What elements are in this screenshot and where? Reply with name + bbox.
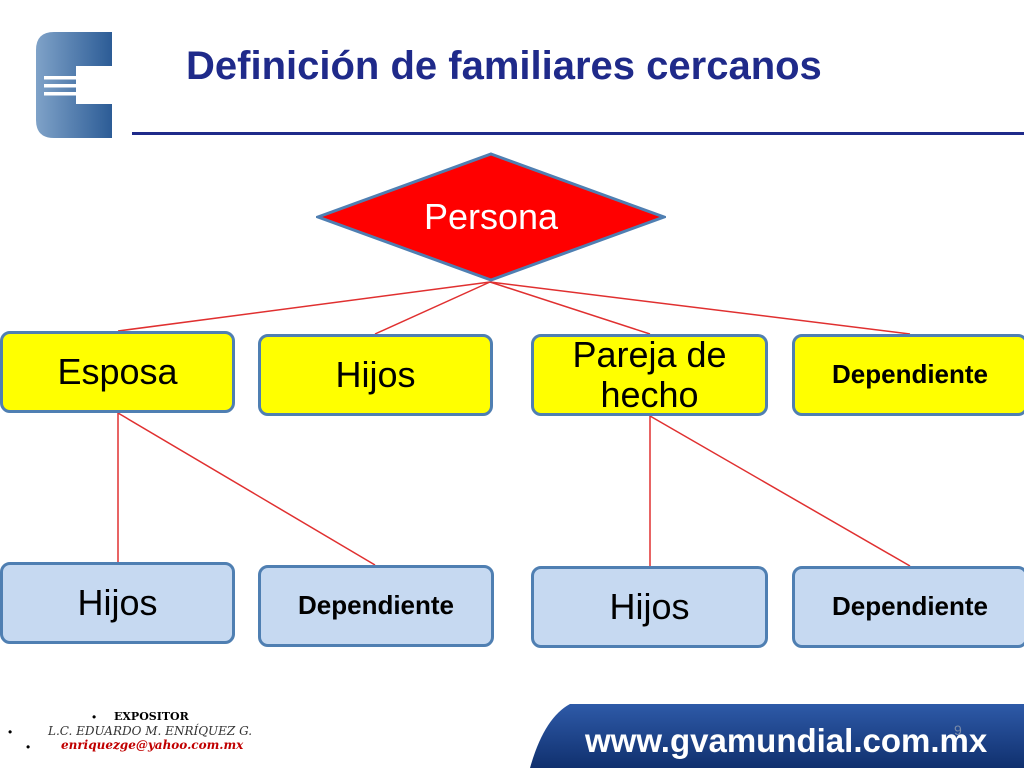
title-divider <box>132 132 1024 135</box>
presenter-email: enriquezge@yahoo.com.mx <box>61 738 244 752</box>
presenter-role: EXPOSITOR <box>114 710 189 723</box>
connector-pareja-dependiente <box>649 415 911 567</box>
node-esposa-dependiente: Dependiente <box>258 565 494 647</box>
root-label: Persona <box>423 196 559 237</box>
website-url[interactable]: www.gvamundial.com.mx <box>585 722 988 759</box>
bullet-icon: • <box>8 725 13 739</box>
root-diamond <box>316 152 666 282</box>
node-pareja-de-hecho: Pareja de hecho <box>531 334 768 416</box>
connector-root-esposa <box>117 281 491 332</box>
page-number: 9 <box>954 722 962 738</box>
node-pareja-dependiente: Dependiente <box>792 566 1024 648</box>
company-logo <box>36 32 112 138</box>
node-dependiente: Dependiente <box>792 334 1024 416</box>
bullet-icon: • <box>92 710 97 724</box>
presenter-name: L.C. EDUARDO M. ENRÍQUEZ G. <box>48 724 253 738</box>
node-hijos: Hijos <box>258 334 493 416</box>
page-title: Definición de familiares cercanos <box>186 44 822 88</box>
website-banner <box>530 704 1024 768</box>
node-pareja-hijos: Hijos <box>531 566 768 648</box>
connector-root-dependiente <box>489 281 911 335</box>
node-esposa: Esposa <box>0 331 235 413</box>
node-esposa-hijos: Hijos <box>0 562 235 644</box>
bullet-icon: • <box>26 740 31 754</box>
connector-esposa-dependiente <box>117 412 376 566</box>
connector-root-hijos <box>374 281 491 335</box>
connector-root-pareja <box>489 281 651 335</box>
